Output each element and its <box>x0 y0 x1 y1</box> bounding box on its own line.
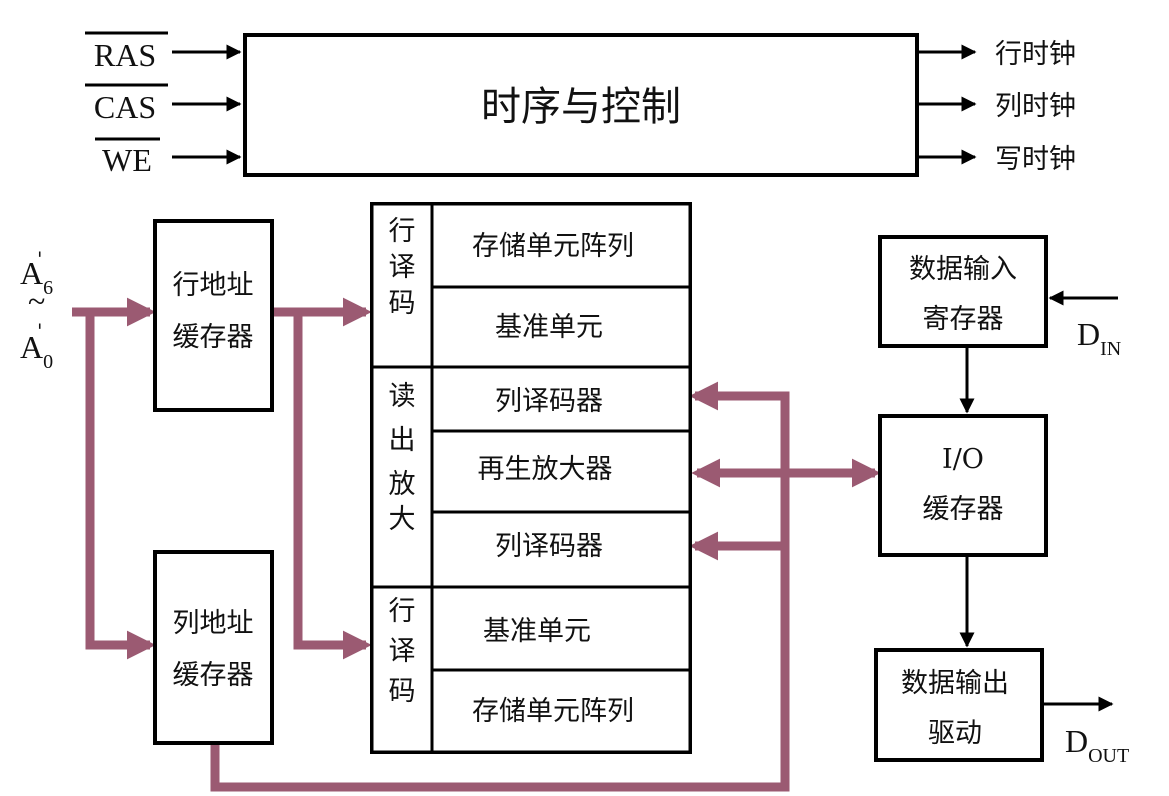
sense-char-4: 大 <box>389 504 416 535</box>
ras-label: RAS <box>94 37 156 73</box>
col-clock-label: 列时钟 <box>995 91 1076 122</box>
din-label: DIN <box>1077 316 1121 360</box>
io-buffer <box>878 414 1048 557</box>
bottom-col-decoder <box>430 510 692 589</box>
sense-amplifier <box>430 429 692 514</box>
timing-control-block <box>243 33 919 177</box>
bottom-reference-cell <box>430 585 692 672</box>
sense-char-3: 放 <box>389 469 416 500</box>
io-buffer-line1: I/O <box>942 444 984 475</box>
bottom-decoder-char-2: 译 <box>389 636 416 667</box>
top-reference-label: 基准单元 <box>495 312 603 343</box>
bottom-decoder-char-1: 行 <box>389 596 416 627</box>
memory-array-block: 行 译 码 读 出 放 大 行 译 码 存储单元阵列 基准单元 列译码器 再生放… <box>370 202 692 754</box>
we-label: WE <box>102 142 152 178</box>
bottom-decoder-char-3: 码 <box>389 676 416 707</box>
top-decoder-char-1: 行 <box>389 216 416 247</box>
col-buffer-line2: 缓存器 <box>173 660 254 691</box>
data-output-line2: 驱动 <box>928 718 982 749</box>
row-buffer-line1: 行地址 <box>173 270 254 301</box>
address-low-prime: ' <box>37 319 43 343</box>
bottom-storage-array-label: 存储单元阵列 <box>472 696 634 727</box>
bottom-col-decoder-label: 列译码器 <box>495 531 603 562</box>
top-decoder-char-2: 译 <box>389 252 416 283</box>
data-input-register <box>878 235 1048 348</box>
address-tilde: ~ <box>28 283 45 319</box>
top-storage-array-label: 存储单元阵列 <box>472 231 634 262</box>
top-storage-array <box>430 202 692 289</box>
data-input-line2: 寄存器 <box>923 304 1004 335</box>
row-clock-label: 行时钟 <box>995 39 1076 70</box>
col-address-buffer <box>153 550 274 745</box>
dout-label: DOUT <box>1065 723 1129 767</box>
address-to-col-buffer-bus <box>85 312 156 660</box>
write-clock-label: 写时钟 <box>995 144 1076 175</box>
data-input-line1: 数据输入 <box>909 254 1017 285</box>
sense-amp-label-cell <box>370 365 434 589</box>
timing-control-title: 时序与控制 <box>481 84 681 130</box>
row-buffer-line2: 缓存器 <box>173 322 254 353</box>
sense-char-2: 出 <box>389 425 416 456</box>
data-output-driver <box>874 648 1044 762</box>
row-buffer-to-bottom-decoder-bus <box>293 312 372 660</box>
bottom-reference-label: 基准单元 <box>483 616 591 647</box>
top-col-decoder <box>430 365 692 433</box>
cas-label: CAS <box>94 89 156 125</box>
address-high-label: A6 <box>20 255 53 299</box>
data-output-line1: 数据输出 <box>901 668 1009 699</box>
sense-amplifier-label: 再生放大器 <box>478 454 613 485</box>
sense-char-1: 读 <box>389 381 416 412</box>
io-buffer-line2: 缓存器 <box>923 494 1004 525</box>
bottom-storage-array <box>430 668 692 754</box>
address-high-prime: ' <box>37 247 43 271</box>
address-low-label: A0 <box>20 329 53 373</box>
top-decoder-char-3: 码 <box>389 288 416 319</box>
top-reference-cell <box>430 285 692 369</box>
top-col-decoder-label: 列译码器 <box>495 386 603 417</box>
col-buffer-to-top-col-decoder-bus <box>210 381 790 792</box>
row-address-buffer <box>153 219 274 412</box>
col-buffer-line1: 列地址 <box>173 608 254 639</box>
